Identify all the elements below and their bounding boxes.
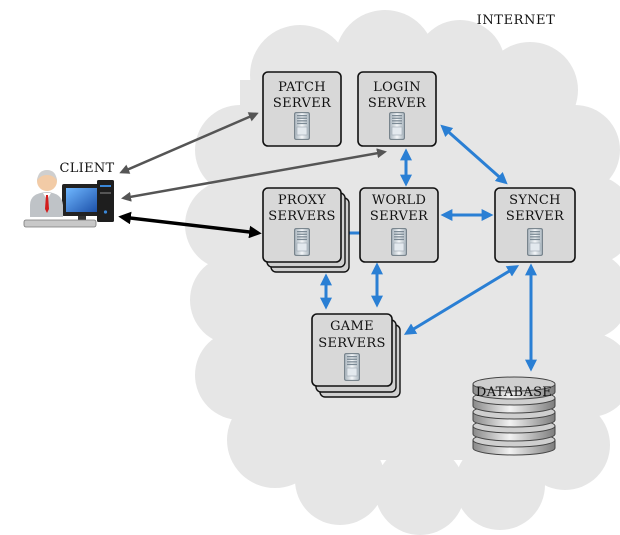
world-server-label-line1: WORLD xyxy=(372,193,426,208)
synch-server-label-line2: SERVER xyxy=(506,209,565,224)
database-label: DATABASE xyxy=(476,385,552,400)
proxy-servers-label-line1: PROXY xyxy=(278,193,326,208)
patch-server-label-line1: PATCH xyxy=(278,80,326,95)
arrow-client-login xyxy=(121,148,387,202)
server-tower-icon xyxy=(294,112,310,140)
login-server-label-line2: SERVER xyxy=(368,96,427,111)
world-server-label-line2: SERVER xyxy=(370,209,429,224)
arrow-synch-game xyxy=(403,265,520,335)
synch-server-node: SYNCH SERVER xyxy=(494,187,576,263)
patch-server-label-line2: SERVER xyxy=(273,96,332,111)
login-server-node: LOGIN SERVER xyxy=(357,71,437,147)
game-servers-label-line2: SERVERS xyxy=(318,336,385,351)
world-server-node: WORLD SERVER xyxy=(359,187,439,263)
game-servers-label-line1: GAME xyxy=(330,319,374,334)
synch-server-label-line1: SYNCH xyxy=(509,193,561,208)
server-tower-icon xyxy=(294,228,310,256)
client-computer-icon xyxy=(23,170,114,228)
server-tower-icon xyxy=(527,228,543,256)
server-tower-icon xyxy=(344,353,360,381)
internet-label: INTERNET xyxy=(477,13,556,28)
proxy-servers-label-line2: SERVERS xyxy=(268,209,335,224)
server-tower-icon xyxy=(391,228,407,256)
proxy-servers-node: PROXY SERVERS xyxy=(262,187,350,273)
patch-server-node: PATCH SERVER xyxy=(262,71,342,147)
client-label: CLIENT xyxy=(59,161,114,176)
arrow-login-synch xyxy=(440,124,508,185)
game-servers-node: GAME SERVERS xyxy=(311,313,401,398)
connection-arrows xyxy=(118,112,537,372)
server-tower-icon xyxy=(389,112,405,140)
arrow-client-proxy xyxy=(118,211,262,239)
login-server-label-line1: LOGIN xyxy=(373,80,421,95)
